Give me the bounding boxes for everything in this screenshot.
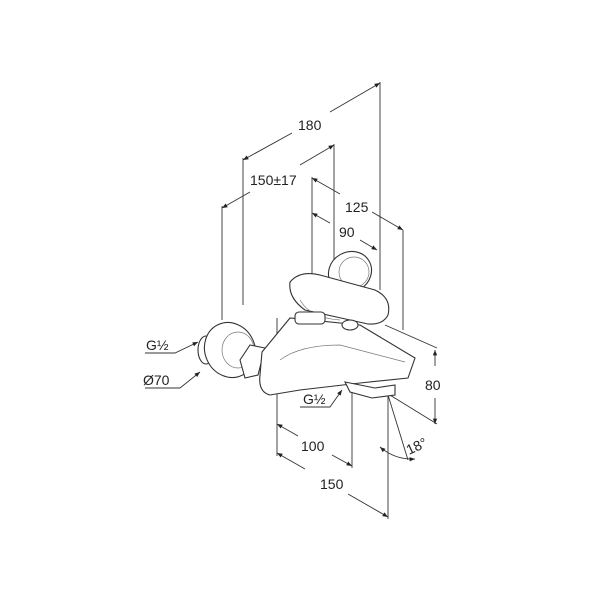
dim-90: 90 — [339, 224, 355, 240]
dim-80: 80 — [425, 377, 441, 393]
dim-180: 180 — [298, 117, 322, 133]
dim-100: 100 — [301, 438, 325, 454]
leaders — [145, 341, 343, 408]
faucet — [197, 250, 416, 399]
dim-150: 150 — [320, 476, 344, 492]
dim-150-17: 150±17 — [250, 172, 297, 188]
dim-125: 125 — [345, 199, 369, 215]
label-inlet-thread: G½ — [146, 337, 169, 353]
dim-18-deg: 18° — [404, 434, 430, 457]
label-outlet-thread: G½ — [303, 391, 326, 407]
label-rosette-diameter: Ø70 — [143, 372, 170, 388]
dimension-lines — [221, 82, 438, 518]
